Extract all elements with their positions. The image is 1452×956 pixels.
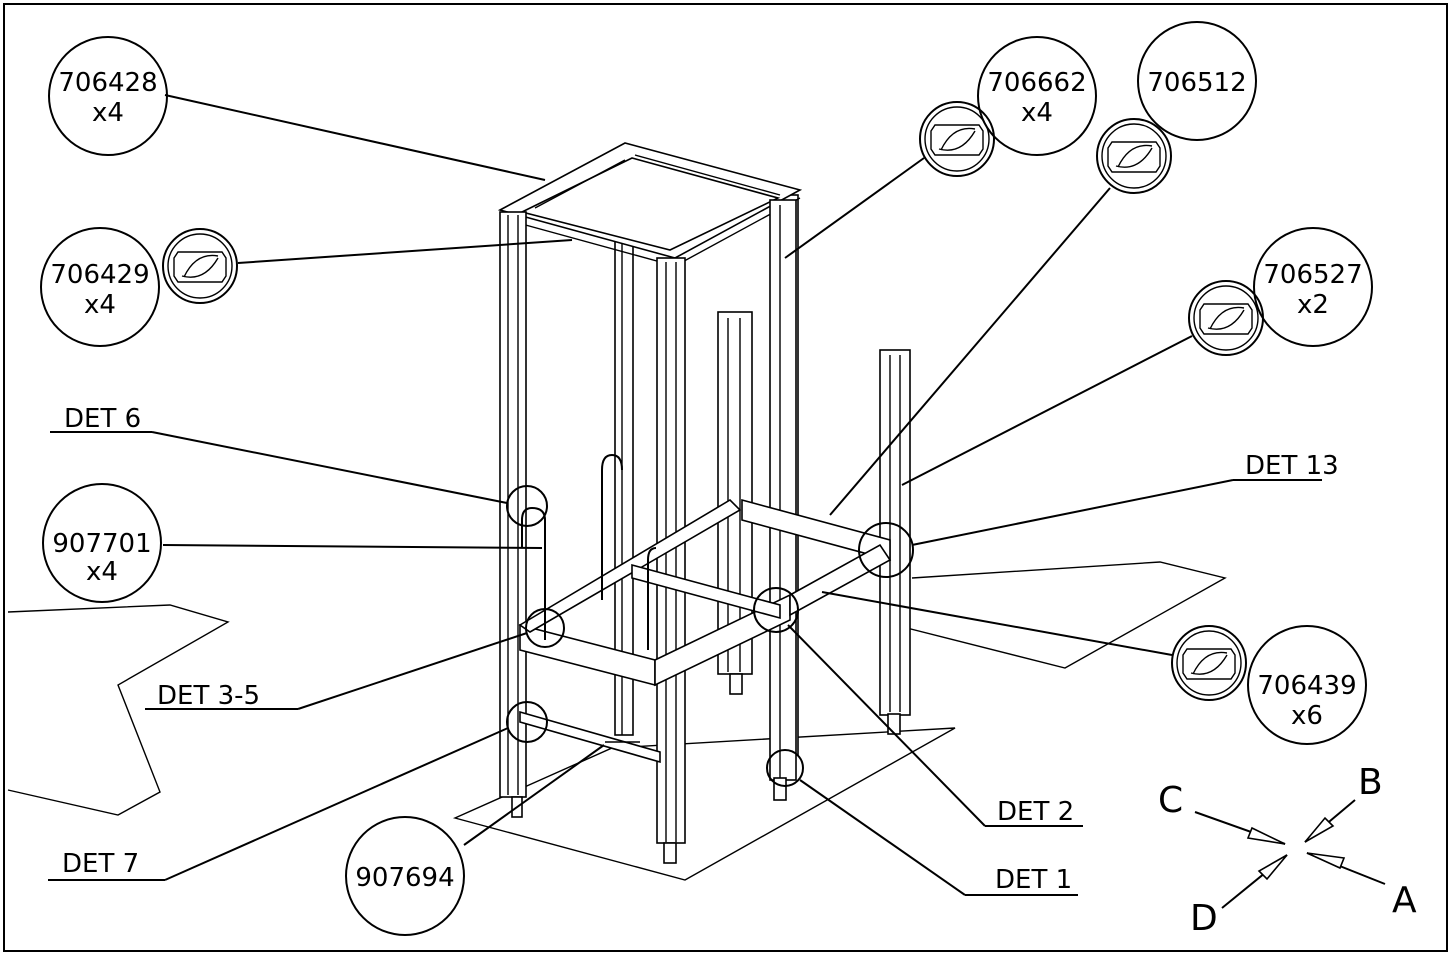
drawing-border [3, 3, 1448, 952]
leader-lines [48, 94, 1322, 896]
part-callout-706512: 706512 [1096, 21, 1257, 194]
part-callout-706429: 706429 x4 [40, 227, 238, 347]
rotate-arrows-icon [1096, 118, 1172, 194]
view-direction-symbol: A B C D [1158, 762, 1417, 939]
rotate-arrows-icon [919, 101, 995, 177]
detail-label-det3-5: DET 3-5 [157, 681, 260, 711]
callout-id: 907701 [52, 529, 151, 559]
rotate-arrows-icon [1188, 280, 1264, 356]
part-callout-706428: 706428 x4 [48, 36, 168, 156]
callout-qty: x4 [92, 98, 124, 128]
callout-id: 706439 [1257, 671, 1356, 701]
detail-label-det13: DET 13 [1245, 451, 1339, 481]
part-callout-706662: 706662 x4 [919, 36, 1097, 177]
part-callout-907701: 907701 x4 [42, 483, 162, 603]
detail-label-det1: DET 1 [995, 865, 1072, 895]
callout-qty: x4 [86, 557, 118, 587]
callout-id: 706662 [987, 68, 1086, 98]
part-callout-907694: 907694 [345, 816, 465, 936]
frame-structure [497, 142, 911, 864]
rotate-arrows-icon [1171, 625, 1247, 701]
view-direction-d: D [1190, 898, 1218, 939]
callout-id: 706429 [50, 260, 149, 290]
callout-id: 907694 [355, 863, 454, 893]
part-callout-706439: 706439 x6 [1171, 625, 1367, 745]
detail-label-det7: DET 7 [62, 849, 139, 879]
callout-id: 706428 [58, 68, 157, 98]
view-direction-a: A [1392, 880, 1417, 921]
floor-outlines [7, 561, 1227, 881]
detail-circles [506, 485, 914, 787]
part-callout-706527: 706527 x2 [1188, 227, 1373, 356]
callout-qty: x6 [1291, 701, 1323, 731]
rotate-arrows-icon [162, 228, 238, 304]
callout-qty: x4 [1021, 98, 1053, 128]
callout-id: 706527 [1263, 260, 1362, 290]
callout-id: 706512 [1147, 68, 1246, 98]
callout-qty: x2 [1297, 290, 1329, 320]
view-direction-b: B [1358, 762, 1383, 803]
callout-qty: x4 [84, 290, 116, 320]
detail-label-det6: DET 6 [64, 404, 141, 434]
view-direction-c: C [1158, 780, 1183, 821]
detail-label-det2: DET 2 [997, 797, 1074, 827]
